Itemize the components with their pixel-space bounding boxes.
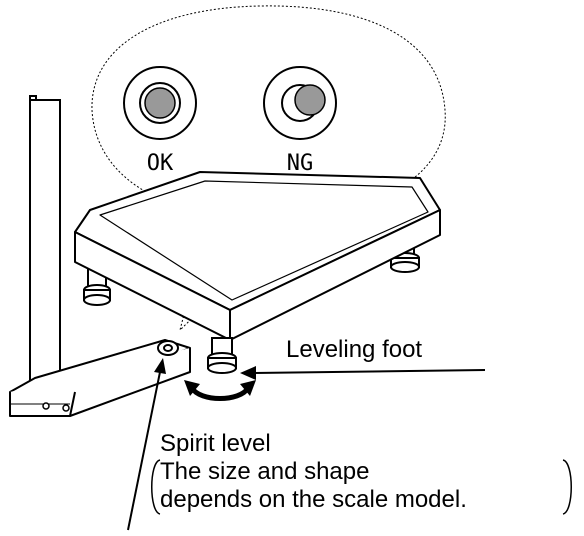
note-line-1: The size and shape [160,458,369,485]
leveling-foot-label: Leveling foot [286,336,422,363]
spirit-level-label: Spirit level [160,430,271,457]
note-open-paren [151,459,161,515]
base-screws [42,402,70,412]
note-line-2: depends on the scale model. [160,486,467,513]
magnification-bubble [91,5,446,332]
leveling-foot-arrow [240,366,486,380]
rotation-arrow-icon [184,380,256,401]
spirit-level-arrow [127,358,166,531]
ng-label: NG [287,151,314,176]
scale-platform [74,171,441,341]
front-leveling-foot [207,337,237,374]
base-plate [9,339,191,417]
ng-level-indicator [263,66,337,140]
ok-level-indicator [123,66,197,140]
spirit-level [157,340,179,356]
note-close-paren [562,459,572,515]
ok-label: OK [147,151,174,176]
pole [29,95,61,393]
